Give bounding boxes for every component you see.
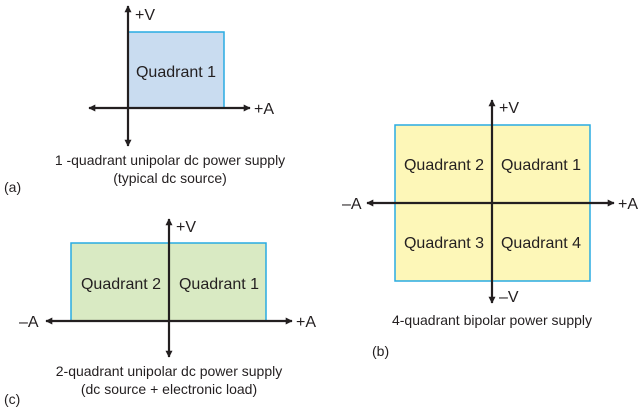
caption-line-1: 1 -quadrant unipolar dc power supply [55, 152, 285, 168]
panel-tag-a: (a) [4, 179, 21, 195]
caption-line-1: 2-quadrant unipolar dc power supply [56, 363, 282, 379]
plus-v-label: +V [176, 219, 196, 236]
plus-v-label: +V [135, 7, 155, 24]
panel-tag-b: (b) [372, 343, 389, 359]
quadrant-1-label: Quadrant 1 [179, 276, 259, 293]
quadrant-2-label: Quadrant 2 [404, 157, 484, 174]
minus-a-label: –A [19, 314, 39, 331]
panel-tag-c: (c) [4, 391, 20, 407]
quadrant-4-label: Quadrant 4 [501, 235, 581, 252]
quadrant-1-label: Quadrant 1 [136, 64, 216, 81]
quadrant-1-region [127, 31, 225, 109]
panel-b: +V –V +A –A Quadrant 2 Quadrant 1 Quadra… [342, 99, 638, 359]
plus-a-label: +A [296, 314, 316, 331]
quadrant-3-label: Quadrant 3 [404, 235, 484, 252]
minus-v-label: –V [499, 289, 519, 306]
caption-line-2: (typical dc source) [113, 170, 227, 186]
plus-v-label: +V [499, 100, 519, 117]
plus-a-label: +A [254, 101, 274, 118]
quadrant-1-label: Quadrant 1 [501, 157, 581, 174]
caption-line-2: (dc source + electronic load) [81, 381, 257, 397]
panel-a: +V +A Quadrant 1 1 -quadrant unipolar dc… [4, 5, 285, 195]
plus-a-label: +A [618, 196, 638, 213]
caption-line-1: 4-quadrant bipolar power supply [392, 312, 592, 328]
quadrant-2-label: Quadrant 2 [81, 276, 161, 293]
minus-a-label: –A [342, 196, 362, 213]
panel-c: +V +A –A Quadrant 2 Quadrant 1 2-quadran… [4, 218, 316, 407]
